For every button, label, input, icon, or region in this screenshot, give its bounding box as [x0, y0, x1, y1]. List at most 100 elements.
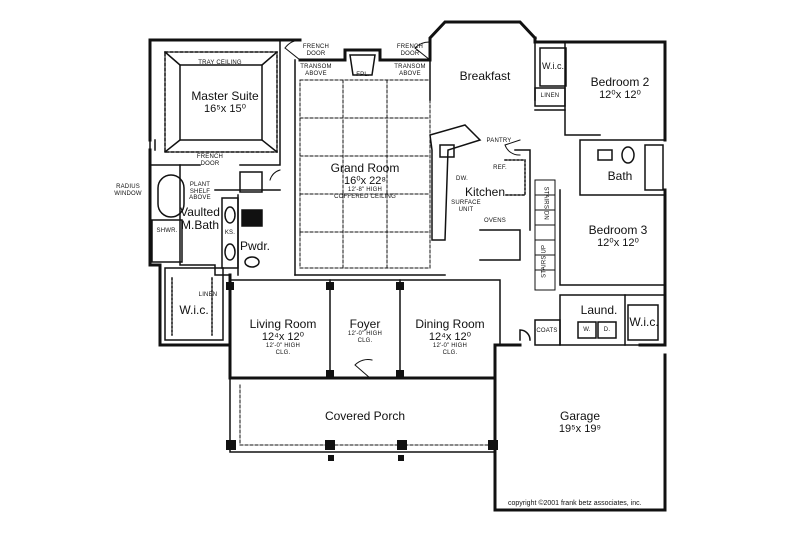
coffered-grid [299, 79, 431, 269]
garage-name: Garage [559, 409, 601, 423]
wall-bed2-top [533, 36, 667, 142]
french-door-right-label: FRENCH DOOR [390, 44, 430, 57]
ovens-label: OVENS [483, 218, 506, 224]
dining-room-note1: 12'-0" HIGH [432, 343, 468, 350]
wall-wic-left [148, 263, 232, 347]
vanity-toilet [239, 171, 263, 193]
french-door-right-2: DOOR [400, 50, 420, 57]
grand-room-note2: COFFERED CEILING [334, 193, 396, 200]
wall-breakfast-bay [428, 20, 538, 62]
bedroom2-dim: 12⁰x 12⁰ [599, 89, 641, 102]
grand-room-name: Grand Room [330, 161, 400, 175]
coats-label: COATS [536, 328, 558, 334]
stairs-up-label: STAIRS UP [541, 244, 548, 278]
transom-right-label: TRANSOM ABOVE [390, 64, 430, 77]
wall-garage [493, 343, 667, 512]
foyer-note2: CLG. [357, 337, 373, 344]
radius-window-2: WINDOW [114, 190, 142, 197]
french-door-mid-2: DOOR [200, 160, 220, 167]
tray-ceiling-outer [164, 51, 278, 153]
garage-dim: 19⁵x 19⁹ [558, 423, 602, 436]
vaulted-bath-label: Vaulted M.Bath [178, 205, 222, 233]
bedroom2-name: Bedroom 2 [590, 75, 650, 89]
washer-label: W. [583, 327, 591, 333]
covered-porch-label: Covered Porch [324, 409, 406, 423]
wall-master-right [239, 39, 281, 166]
linen-bed2-label: LINEN [540, 93, 560, 99]
linen-master-label: LINEN [198, 292, 218, 298]
master-suite-dim: 16⁵x 15⁰ [204, 103, 246, 116]
vaulted-bath-name2: M.Bath [180, 218, 219, 233]
pantry-label: PANTRY [486, 138, 512, 144]
living-room-note2: CLG. [275, 349, 291, 356]
breakfast-label: Breakfast [459, 69, 511, 83]
pwdr-label: Pwdr. [239, 239, 270, 253]
tray-ceiling-label: TRAY CEILING [198, 60, 242, 66]
wall-laund-right [638, 283, 667, 347]
bath-label: Bath [607, 169, 633, 183]
master-suite-name: Master Suite [191, 89, 259, 103]
dw-label: DW. [456, 176, 468, 182]
transom-left-1: TRANSOM [300, 64, 332, 70]
surface-unit-2: UNIT [458, 206, 474, 213]
kitchen-counter [429, 124, 482, 241]
copyright-text: copyright ©2001 frank betz associates, i… [508, 500, 642, 507]
dining-room-name: Dining Room [415, 317, 485, 331]
dining-room-note2: CLG. [442, 349, 458, 356]
living-room-note1: 12'-0" HIGH [265, 343, 301, 350]
grand-room-dim: 16⁰x 22⁸ [343, 175, 387, 188]
foyer-name: Foyer [349, 317, 381, 331]
living-room-name: Living Room [249, 317, 317, 331]
vaulted-bath-name1: Vaulted [180, 205, 220, 219]
bedroom3-dim: 12⁰x 12⁰ [597, 237, 639, 250]
french-door-left-1: FRENCH [302, 44, 330, 50]
tray-ceiling-inner [179, 64, 263, 141]
ks-label: KS. [224, 230, 236, 236]
wic-master-label: W.i.c. [179, 303, 209, 317]
wall-bed3-left [559, 189, 666, 286]
grand-room-note1: 12'-8" HIGH [347, 187, 383, 194]
surface-unit-1: SURFACE [451, 200, 481, 206]
exterior-walls [148, 20, 667, 512]
radius-window-1: RADIUS [116, 184, 140, 190]
transom-right-2: ABOVE [399, 70, 421, 77]
bedroom3-name: Bedroom 3 [588, 223, 648, 237]
kitchen-label: Kitchen [464, 185, 506, 199]
laund-label: Laund. [580, 303, 618, 317]
transom-left-2: ABOVE [305, 70, 327, 77]
foyer-label: Foyer 12'-0" HIGH CLG. [335, 317, 395, 344]
dryer-label: D. [603, 327, 611, 333]
wic-bed2-label: W.i.c. [542, 61, 564, 71]
wall-bath [579, 139, 666, 196]
plant-shelf-label: PLANT SHELF ABOVE [184, 182, 216, 202]
bedroom3-label: Bedroom 3 12⁰x 12⁰ [578, 223, 658, 250]
bed2-wic [539, 47, 567, 87]
ref-label: REF. [493, 165, 507, 171]
wall-top-mid [298, 48, 432, 62]
stairs-dn-label: STAIRS DN [542, 186, 549, 220]
wic-laund-label: W.i.c. [629, 315, 659, 329]
french-door-left-2: DOOR [306, 50, 326, 57]
radius-window-label: RADIUS WINDOW [108, 184, 148, 197]
transom-left-label: TRANSOM ABOVE [296, 64, 336, 77]
stairs [534, 179, 556, 291]
french-door-mid-label: FRENCH DOOR [190, 154, 230, 167]
door-swings [269, 39, 521, 379]
dining-room-dim: 12⁴x 12⁰ [428, 331, 472, 344]
living-room-dim: 12⁴x 12⁰ [261, 331, 305, 344]
shwr-label: SHWR. [156, 228, 178, 234]
shower [151, 219, 183, 263]
dining-room-label: Dining Room 12⁴x 12⁰ 12'-0" HIGH CLG. [405, 317, 495, 356]
porch-columns [226, 282, 498, 461]
foyer-note1: 12'-0" HIGH [347, 331, 383, 338]
grand-room-label: Grand Room 16⁰x 22⁸ 12'-8" HIGH COFFERED… [320, 161, 410, 200]
bath-tub [644, 144, 664, 191]
surface-unit-label: SURFACE UNIT [448, 200, 484, 213]
garage-label: Garage 19⁵x 19⁹ [540, 409, 620, 436]
fpl-label: FPL. [356, 72, 370, 78]
plant-shelf-3: ABOVE [189, 195, 211, 202]
plant-shelf-1: PLANT [189, 182, 211, 188]
master-suite-label: Master Suite 16⁵x 15⁰ [185, 89, 265, 116]
master-wic [164, 267, 224, 341]
